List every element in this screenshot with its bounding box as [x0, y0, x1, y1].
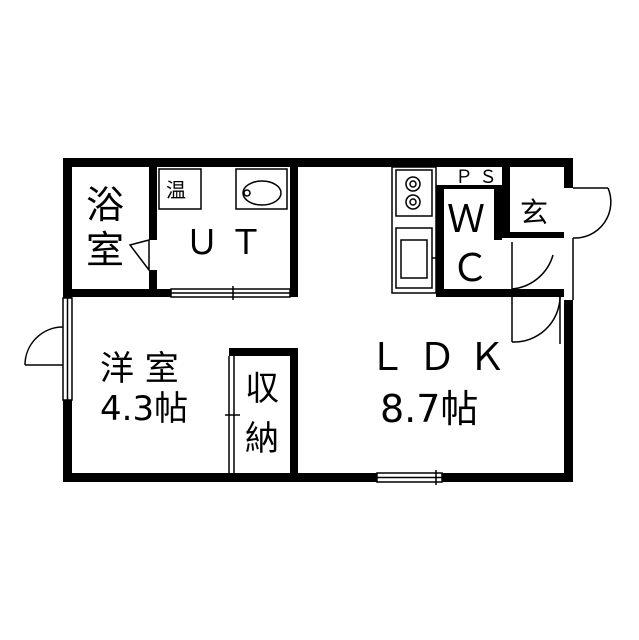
ldk-size: 8.7帖 [380, 387, 478, 431]
outer-walls [63, 158, 573, 482]
window-icon [62, 286, 443, 485]
entrance-label: 玄 [520, 196, 548, 229]
bath-label-1: 浴 [86, 183, 124, 227]
sink-icon [395, 227, 436, 289]
storage-label-1: 収 [245, 369, 279, 409]
heater-label: 温 [166, 178, 186, 202]
inner-walls [63, 158, 564, 482]
toilet-label-1: Ｗ [447, 197, 485, 241]
western-room-name: 洋 室 [100, 349, 179, 389]
kitchen-counter [391, 166, 437, 294]
bath-label-2: 室 [86, 228, 124, 272]
ldk-name: ＬＤＫ [368, 335, 518, 379]
utility-label: ＵＴ [185, 223, 273, 263]
storage-label-2: 納 [245, 419, 279, 459]
pipe-shaft-label: ＰＳ [455, 167, 503, 188]
washbasin-icon [235, 168, 288, 210]
water-heater-box [158, 168, 202, 210]
stove-icon [395, 169, 433, 217]
door-swing-icon [24, 187, 612, 473]
toilet-label-2: Ｃ [451, 246, 489, 290]
western-room-size: 4.3帖 [100, 389, 188, 429]
